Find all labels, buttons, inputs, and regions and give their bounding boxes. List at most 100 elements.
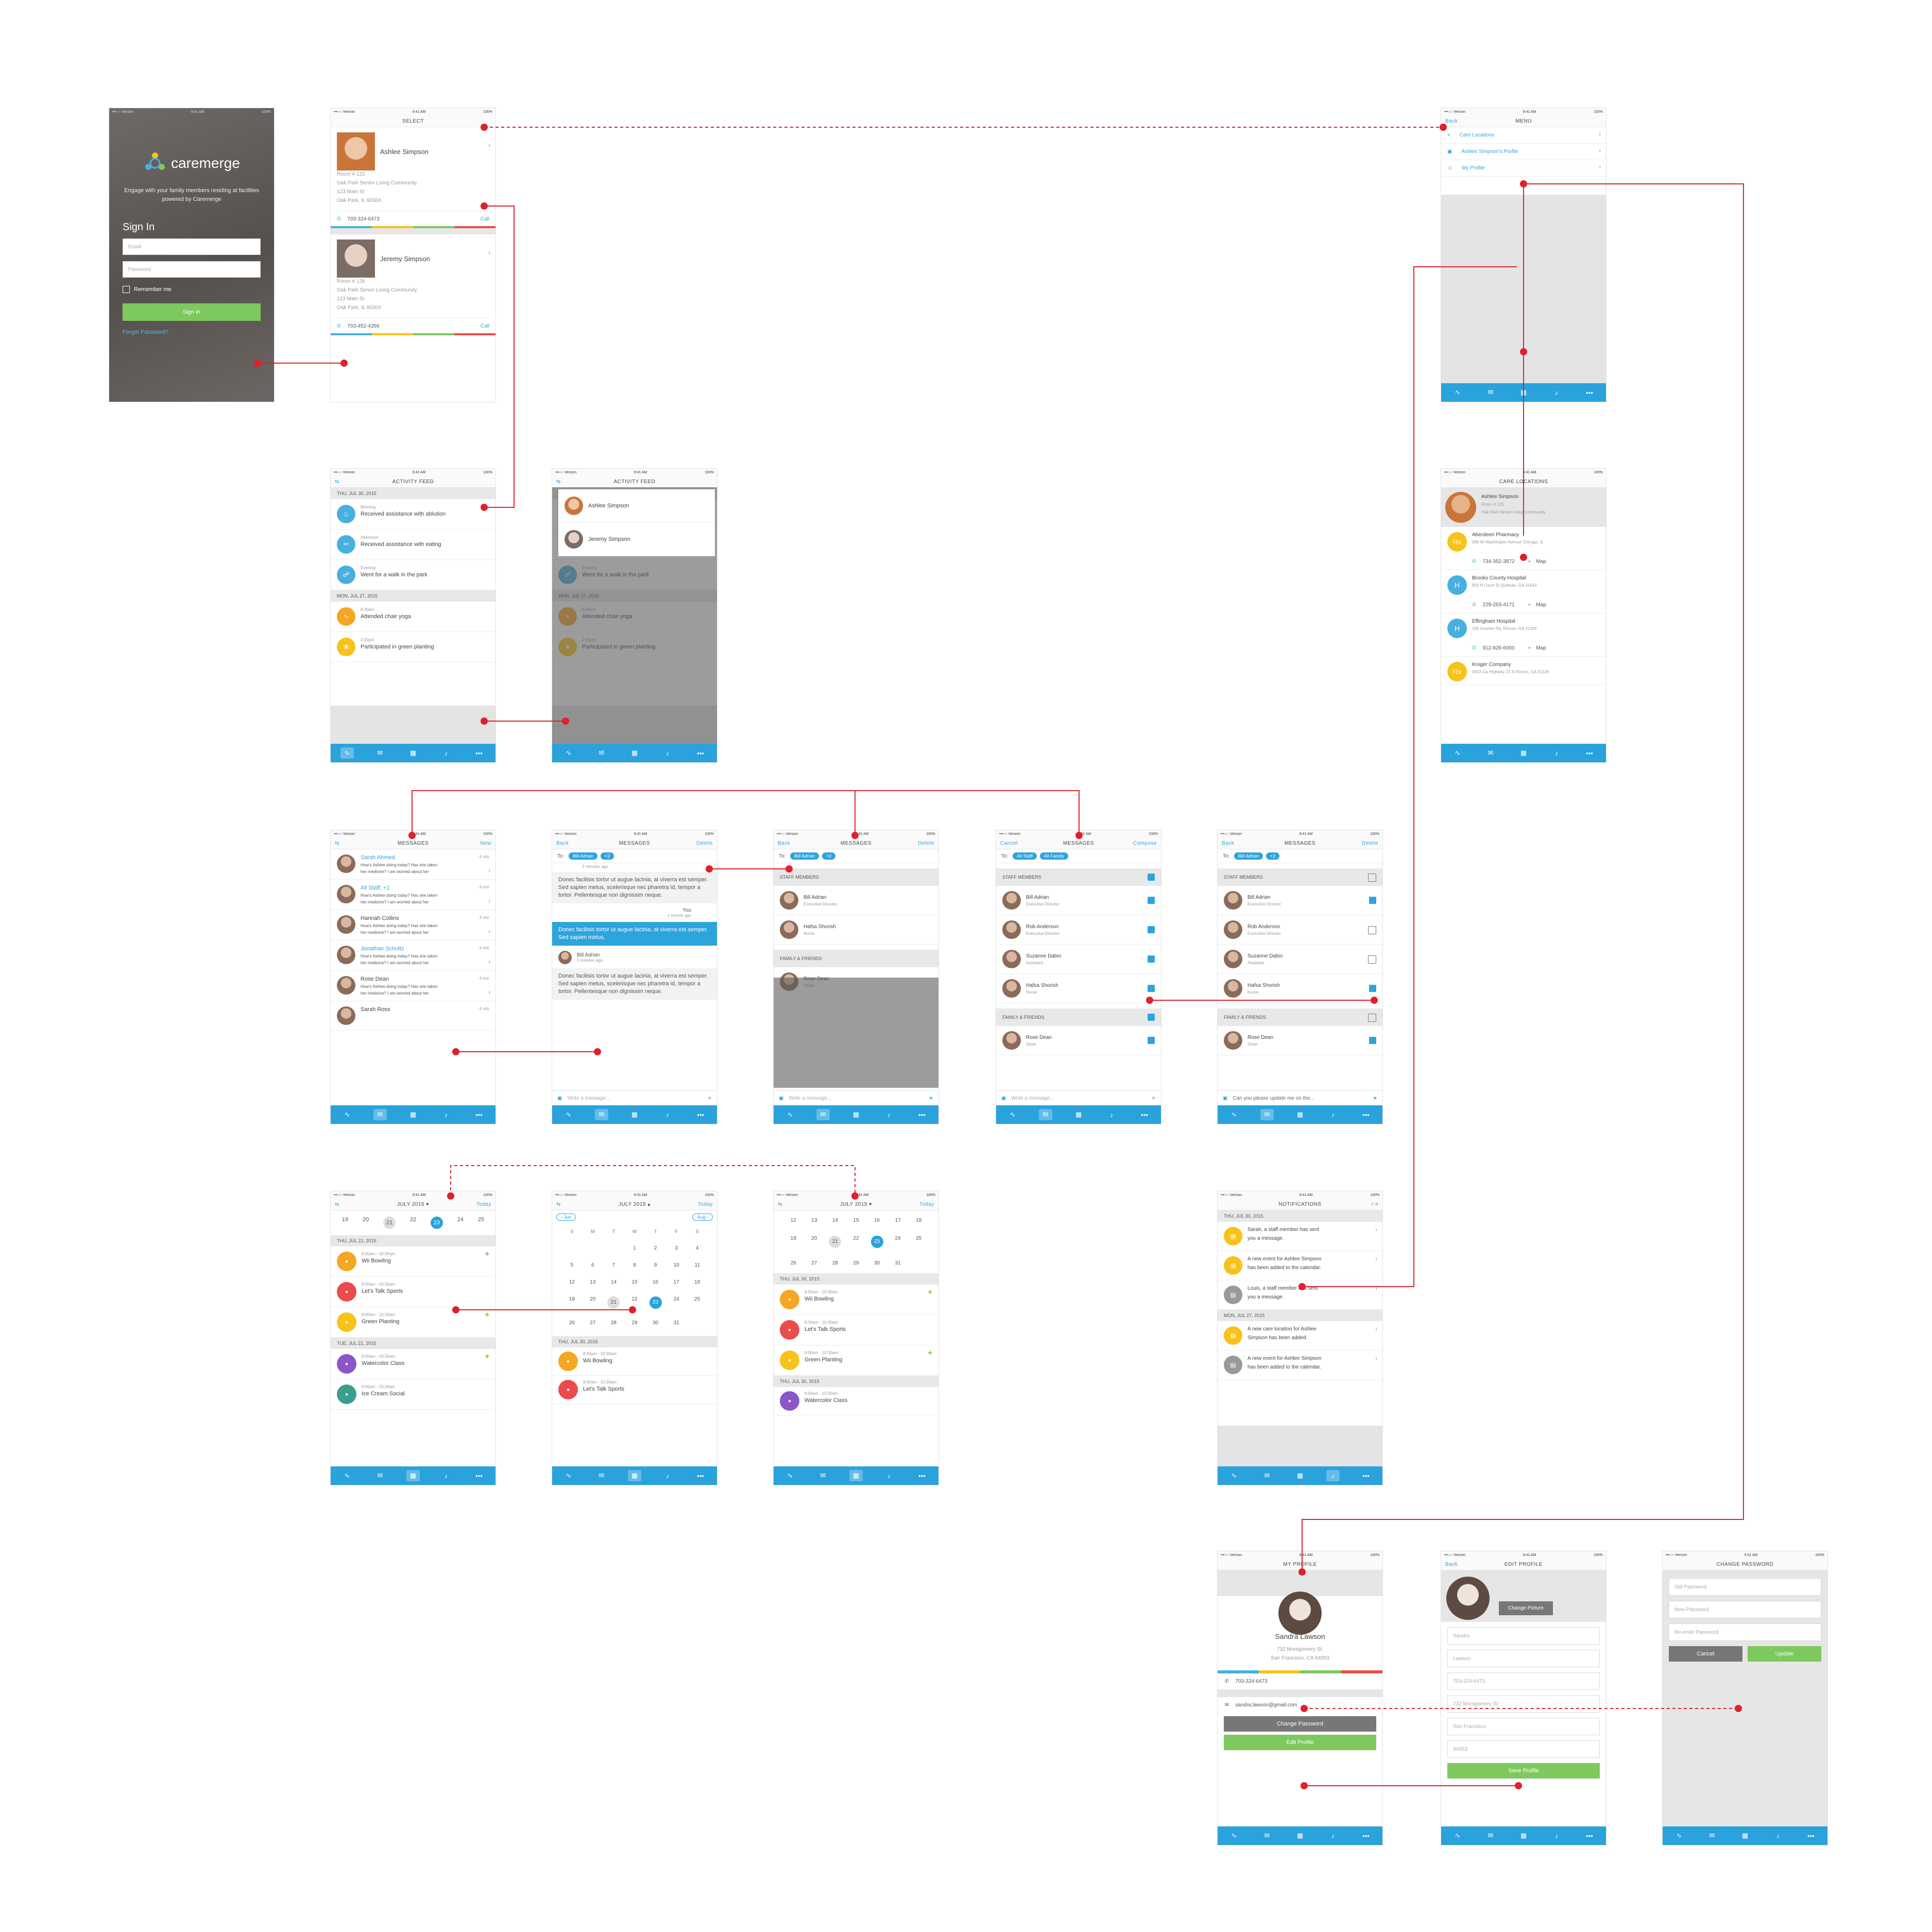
notifications-icon[interactable]: ♪ [444,749,448,757]
more-icon[interactable]: ••• [1141,1110,1148,1119]
back-button[interactable]: Back [1222,840,1235,846]
group-checkbox[interactable] [1368,874,1376,882]
day-cell[interactable]: 31 [666,1320,687,1326]
notifications-icon[interactable]: ♪ [1326,1470,1340,1481]
calendar-icon[interactable]: ▦ [1520,749,1527,757]
calendar-icon[interactable]: ▦ [1520,388,1527,396]
phone-row[interactable]: ✆703-324-6473 [1218,1673,1382,1690]
day-cell[interactable]: 23 [866,1236,887,1248]
activity-icon[interactable]: ∿ [1455,388,1461,396]
message-input[interactable]: Write a message... [789,1095,832,1101]
camera-icon[interactable]: ▣ [779,1095,784,1101]
messages-icon[interactable]: ✉ [1488,1832,1494,1839]
password-field[interactable]: Old Password [1669,1578,1821,1596]
messages-icon[interactable]: ✉ [1488,749,1494,757]
change-picture-button[interactable]: Change Picture [1499,1601,1553,1615]
more-icon[interactable]: ••• [697,1472,704,1480]
activity-icon[interactable]: ∿ [1455,1832,1461,1839]
day-cell[interactable]: 29 [624,1320,645,1326]
day-cell[interactable]: 6 [583,1262,604,1268]
recipient-checkbox[interactable] [1148,1037,1155,1044]
day-cell[interactable]: 31 [887,1260,909,1266]
messages-icon[interactable]: ✉ [1709,1832,1715,1839]
back-button[interactable]: Back [1445,118,1458,124]
day-cell[interactable]: 20 [362,1217,369,1223]
day-cell[interactable]: 13 [804,1218,825,1223]
day-cell[interactable]: 28 [603,1320,624,1326]
more-icon[interactable]: ••• [918,1472,926,1480]
send-icon[interactable]: ➤ [1151,1095,1156,1101]
notifications-icon[interactable]: ♪ [887,1110,891,1119]
switch-resident-icon[interactable]: ⇆ [335,1201,339,1207]
calendar-icon[interactable]: ▦ [628,1470,641,1481]
activity-icon[interactable]: ∿ [1676,1832,1682,1839]
notifications-icon[interactable]: ♪ [887,1472,891,1480]
day-cell[interactable]: 19 [783,1236,804,1248]
activity-icon[interactable]: ∿ [340,747,354,759]
day-cell[interactable]: 16 [645,1279,666,1285]
day-cell[interactable]: 14 [603,1279,624,1285]
recipient-checkbox[interactable] [1368,955,1376,964]
group-checkbox[interactable] [1148,1014,1155,1021]
today-button[interactable]: Today [476,1201,491,1207]
day-cell[interactable]: 20 [804,1236,825,1248]
day-cell[interactable]: 23 [645,1296,666,1309]
day-cell[interactable]: 15 [846,1218,867,1223]
calendar-icon[interactable]: ▦ [852,1110,860,1118]
day-cell[interactable]: 21 [383,1217,396,1229]
day-cell[interactable]: 28 [825,1260,846,1266]
notifications-icon[interactable]: ♪ [1776,1832,1780,1840]
delete-button[interactable]: Delete [696,840,713,846]
calendar-icon[interactable]: ▦ [631,1110,638,1118]
recipient-checkbox[interactable] [1368,926,1376,934]
recipient-checkbox[interactable] [1148,955,1155,963]
day-cell[interactable]: 18 [687,1279,708,1285]
profile-field[interactable]: Sandra [1447,1627,1600,1645]
notifications-icon[interactable]: ♪ [665,749,670,757]
notifications-icon[interactable]: ♪ [665,1110,670,1119]
day-cell[interactable]: 29 [846,1260,867,1266]
recipient-checkbox[interactable] [1148,985,1155,992]
edit-profile-button[interactable]: Edit Profile [1224,1735,1376,1750]
more-icon[interactable]: ••• [1362,1472,1370,1480]
next-month-button[interactable]: Aug › [692,1213,713,1221]
resident-option[interactable]: Jeremy Simpson [558,523,715,556]
profile-field[interactable]: 94053 [1447,1740,1600,1758]
calendar-icon[interactable]: ▦ [406,1470,420,1481]
activity-icon[interactable]: ∿ [1231,1472,1237,1479]
day-cell[interactable]: 18 [908,1218,929,1223]
recipient-checkbox[interactable] [1148,926,1155,933]
day-cell[interactable]: 17 [666,1279,687,1285]
more-icon[interactable]: ••• [1807,1832,1815,1840]
location-phone[interactable]: 912-826-6000 [1482,645,1515,651]
back-button[interactable]: Back [778,840,791,846]
calendar-icon[interactable]: ▦ [1296,1472,1304,1479]
more-icon[interactable]: ••• [475,1110,483,1119]
switch-resident-icon[interactable]: ⇆ [335,478,339,485]
profile-field[interactable]: San Francisco [1447,1718,1600,1735]
day-cell[interactable]: 22 [846,1236,867,1248]
day-cell[interactable]: 22 [409,1217,417,1223]
day-cell[interactable]: 24 [457,1217,464,1223]
save-profile-button[interactable]: Save Profile [1447,1763,1600,1779]
back-button[interactable]: Back [556,840,569,846]
calendar-icon[interactable]: ▦ [1075,1110,1082,1118]
